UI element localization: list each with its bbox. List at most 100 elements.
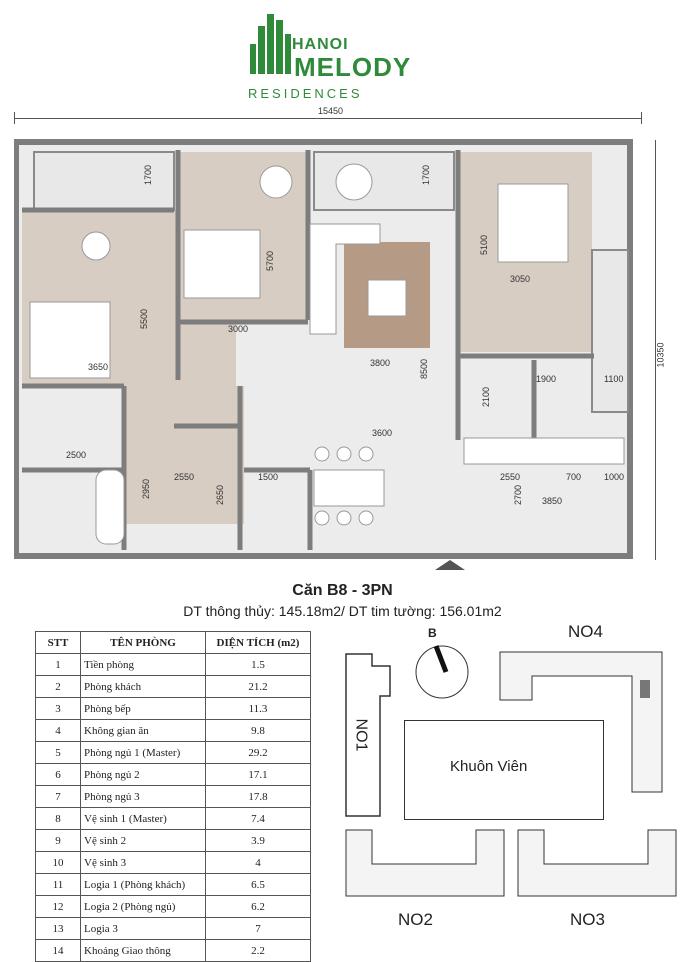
dim-overall-height: 10350 <box>655 342 666 368</box>
dim-1700-left: 1700 <box>143 164 154 186</box>
block-no3-label: NO3 <box>570 910 605 929</box>
courtyard-label: Khuôn Viên <box>450 758 528 775</box>
dim-5500: 5500 <box>139 308 150 330</box>
dim-2100: 2100 <box>481 386 492 408</box>
cell-stt: 9 <box>35 829 81 852</box>
cell-area: 17.8 <box>205 785 311 808</box>
cell-stt: 6 <box>35 763 81 786</box>
brand-logo: HANOI MELODY RESIDENCES <box>248 14 418 101</box>
cell-stt: 8 <box>35 807 81 830</box>
brand-top-text: HANOI <box>292 36 349 53</box>
table-header-row: STT TÊN PHÒNG DIỆN TÍCH (m2) <box>35 631 311 654</box>
dim-overall-width: 15450 <box>318 106 344 116</box>
block-no4-label: NO4 <box>568 622 603 641</box>
floor-plan: 1700 1700 5500 5700 5100 3000 3050 3650 … <box>14 110 674 570</box>
cell-room: Logia 1 (Phòng khách) <box>80 873 206 896</box>
dim-1500: 1500 <box>258 472 279 482</box>
cell-stt: 5 <box>35 741 81 764</box>
cell-room: Phòng ngủ 2 <box>80 763 206 786</box>
floor-plan-drawing <box>14 139 633 570</box>
right-dimension-line <box>655 140 656 560</box>
cell-area: 11.3 <box>205 697 311 720</box>
courtyard-area <box>404 720 604 820</box>
dim-700: 700 <box>566 472 582 482</box>
cell-stt: 3 <box>35 697 81 720</box>
apartment-area-summary: DT thông thủy: 145.18m2/ DT tim tường: 1… <box>183 603 502 619</box>
cell-area: 2.2 <box>205 939 311 962</box>
cell-stt: 14 <box>35 939 81 962</box>
cell-room: Phòng ngủ 3 <box>80 785 206 808</box>
cell-stt: 1 <box>35 653 81 676</box>
cell-stt: 10 <box>35 851 81 874</box>
cell-area: 9.8 <box>205 719 311 742</box>
dim-2550-right: 2550 <box>500 472 521 482</box>
compass-label: B <box>428 626 437 640</box>
cell-room: Tiền phòng <box>80 653 206 676</box>
cell-area: 7.4 <box>205 807 311 830</box>
top-dimension-tick-left <box>14 112 15 124</box>
cell-stt: 11 <box>35 873 81 896</box>
dim-5700: 5700 <box>265 250 276 272</box>
cell-stt: 7 <box>35 785 81 808</box>
cell-area: 29.2 <box>205 741 311 764</box>
dim-1000: 1000 <box>604 472 625 482</box>
dim-2550-left: 2550 <box>174 472 195 482</box>
dim-2700: 2700 <box>513 484 524 506</box>
site-plan: Khuôn Viên B NO1 NO4 NO2 NO3 <box>340 620 680 955</box>
logo-bars-icon <box>248 14 302 74</box>
dim-3800: 3800 <box>370 358 391 368</box>
dim-1900: 1900 <box>536 374 557 384</box>
cell-room: Logia 3 <box>80 917 206 940</box>
brand-main-text: MELODY <box>294 52 412 82</box>
cell-area: 1.5 <box>205 653 311 676</box>
top-dimension-tick-right <box>641 112 642 124</box>
apartment-title: Căn B8 - 3PN <box>292 582 393 599</box>
block-no1-label: NO1 <box>352 718 370 752</box>
cell-area: 6.5 <box>205 873 311 896</box>
dim-2650: 2650 <box>215 484 226 506</box>
cell-area: 6.2 <box>205 895 311 918</box>
dim-1100: 1100 <box>604 374 624 384</box>
dim-1700-right: 1700 <box>421 164 432 186</box>
dim-3600: 3600 <box>372 428 393 438</box>
dim-2950: 2950 <box>141 478 152 500</box>
dim-3850: 3850 <box>542 496 563 506</box>
cell-room: Vệ sinh 3 <box>80 851 206 874</box>
block-no2-label: NO2 <box>398 910 433 929</box>
dim-3000: 3000 <box>228 324 249 334</box>
cell-room: Khoảng Giao thông <box>80 939 206 962</box>
cell-stt: 4 <box>35 719 81 742</box>
dim-5100: 5100 <box>479 234 490 256</box>
cell-stt: 12 <box>35 895 81 918</box>
cell-stt: 2 <box>35 675 81 698</box>
header-room-name: TÊN PHÒNG <box>80 631 206 654</box>
cell-room: Phòng bếp <box>80 697 206 720</box>
cell-area: 17.1 <box>205 763 311 786</box>
top-dimension-line <box>14 118 642 119</box>
brand-sub-text: RESIDENCES <box>248 86 363 101</box>
dim-3650: 3650 <box>88 362 109 372</box>
dim-2500: 2500 <box>66 450 87 460</box>
cell-area: 7 <box>205 917 311 940</box>
header-stt: STT <box>35 631 81 654</box>
cell-area: 4 <box>205 851 311 874</box>
cell-room: Vệ sinh 2 <box>80 829 206 852</box>
header-area: DIỆN TÍCH (m2) <box>205 631 311 654</box>
site-plan-drawing <box>345 645 677 897</box>
cell-stt: 13 <box>35 917 81 940</box>
cell-room: Logia 2 (Phòng ngủ) <box>80 895 206 918</box>
